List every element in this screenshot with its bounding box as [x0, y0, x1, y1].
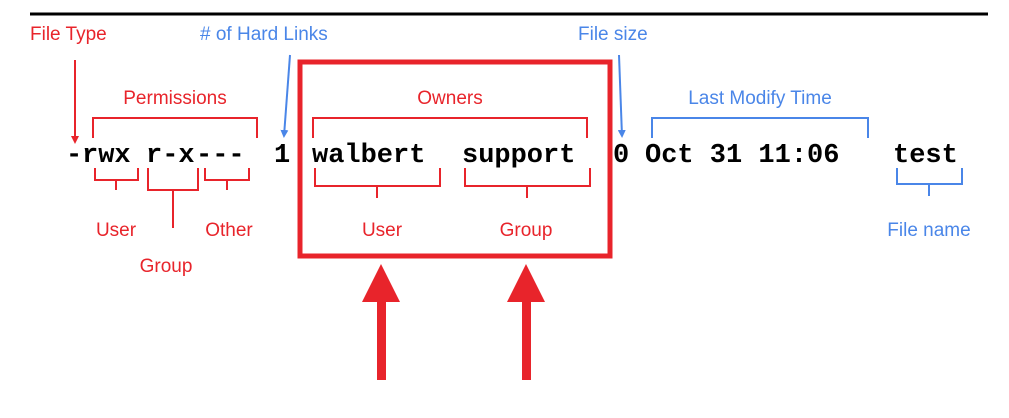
perm-other-chars: --- [196, 141, 245, 171]
hard-links-label: # of Hard Links [200, 24, 328, 45]
last-modify-time-label: Last Modify Time [688, 88, 832, 109]
ls-listing-line: - rwx r-x --- 1 walbert support 0 Oct 31… [66, 141, 958, 171]
perm-user-chars: rwx [82, 141, 131, 171]
owners-label: Owners [417, 88, 482, 109]
perm-group-brace [147, 168, 199, 228]
owner-group-brace [464, 168, 591, 198]
owner-group-label: Group [500, 220, 553, 241]
owner-user-brace [314, 168, 441, 198]
owner-user-label: User [362, 220, 403, 241]
perm-other-brace [204, 168, 250, 190]
owners-highlight-box [297, 59, 613, 259]
owners-bracket [312, 117, 588, 138]
modify-time-bracket [651, 117, 869, 138]
file-name-brace [896, 168, 963, 196]
perm-user-label: User [96, 220, 137, 241]
file-size-arrow [617, 54, 626, 138]
perm-user-brace [94, 168, 139, 190]
permissions-label: Permissions [123, 88, 226, 109]
hard-links-count: 1 [274, 141, 290, 171]
file-type-char: - [66, 141, 82, 171]
modify-time-value: Oct 31 11:06 [645, 141, 839, 171]
owner-user-up-arrow [362, 264, 400, 380]
perm-group-label: Group [140, 256, 193, 277]
hard-links-arrow [280, 54, 291, 138]
file-size-value: 0 [613, 141, 629, 171]
owner-group-up-arrow [507, 264, 545, 380]
file-name-value: test [893, 141, 958, 171]
perm-other-label: Other [205, 220, 253, 241]
file-name-label: File name [887, 220, 970, 241]
file-size-label: File size [578, 24, 648, 45]
file-type-label: File Type [30, 24, 107, 45]
permissions-bracket [92, 117, 258, 138]
owner-group-name: support [462, 141, 575, 171]
perm-group-chars: r-x [146, 141, 195, 171]
owner-user-name: walbert [312, 141, 425, 171]
